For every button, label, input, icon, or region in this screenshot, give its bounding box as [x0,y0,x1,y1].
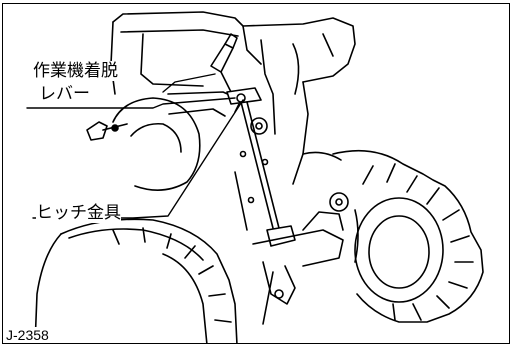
label-attach-lever-line2: レバー [39,84,90,104]
tractor-line-drawing [26,11,484,343]
label-attach-lever-line1: 作業機着脱 [33,61,118,81]
control-rod [240,101,296,247]
lower-frame [234,171,349,325]
left-tire [34,218,238,343]
illustration-frame: 作業機着脱 レバー ヒッチ金具 J-2358 [2,3,510,344]
side-handle [86,121,128,141]
right-tire [302,149,484,323]
hitch-bracket [226,87,262,113]
figure-number: J-2358 [5,327,51,343]
attach-lever [210,33,238,93]
label-hitch-bracket: ヒッチ金具 [36,203,121,223]
gear-cover [112,97,269,204]
